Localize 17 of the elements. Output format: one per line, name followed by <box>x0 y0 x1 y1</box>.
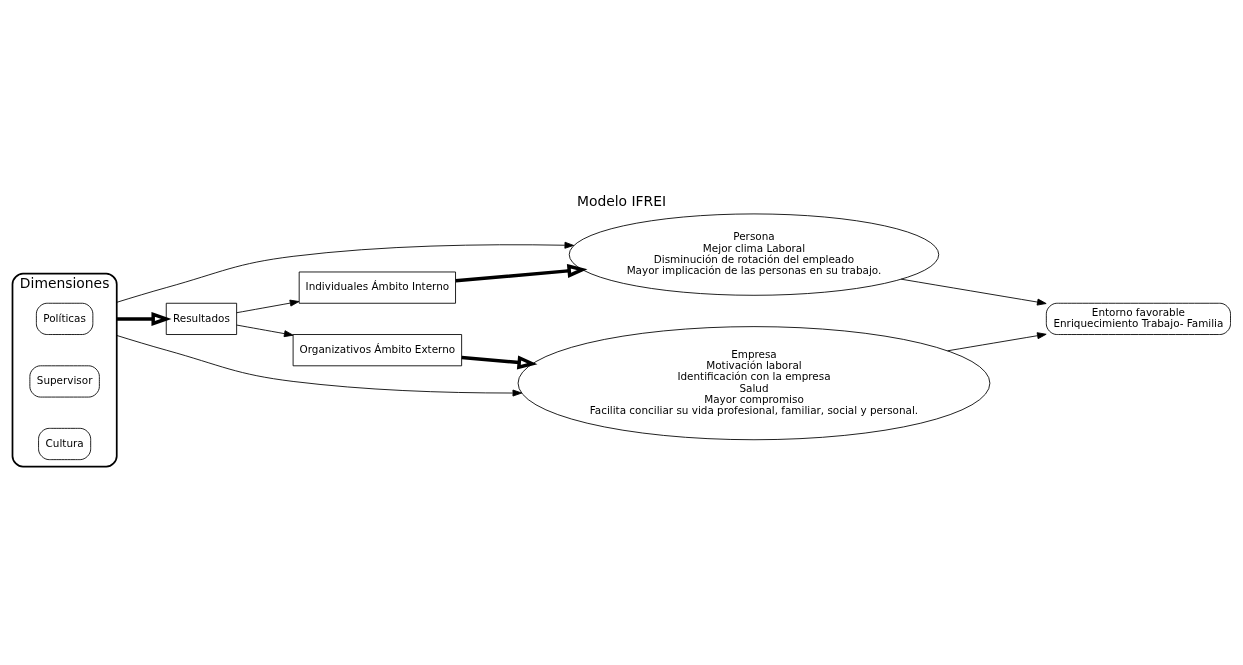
node-box: Organizativos Ámbito Externo <box>292 334 463 367</box>
node-box: Supervisor <box>29 365 100 398</box>
arrow <box>116 241 575 303</box>
node-box: Resultados <box>165 302 238 335</box>
arrow <box>116 311 172 326</box>
node-box: Entorno favorable Enriquecimiento Trabajo- Familia <box>1045 302 1231 335</box>
arrow <box>116 335 523 397</box>
node-box: Individuales Ámbito Interno <box>298 271 456 304</box>
arrow <box>461 355 538 370</box>
node-box: Políticas <box>35 302 94 335</box>
arrow <box>236 299 300 314</box>
arrow <box>236 324 294 338</box>
arrow <box>455 263 588 283</box>
arrow <box>900 278 1047 306</box>
diagram-title: Modelo IFREI <box>576 193 667 210</box>
arrow <box>947 332 1047 352</box>
node-box: Cultura <box>38 427 92 461</box>
